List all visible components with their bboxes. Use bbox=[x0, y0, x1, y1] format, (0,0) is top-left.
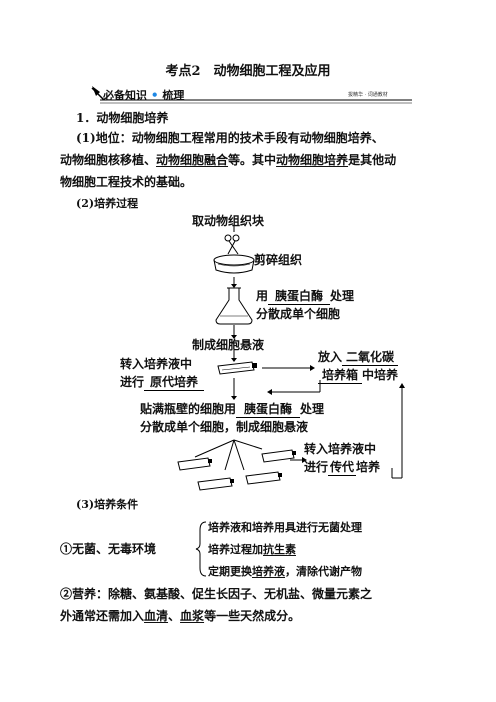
step-suspension: 制成细胞悬液 bbox=[192, 338, 265, 352]
para-position-line3: 物细胞工程技术的基础。 bbox=[60, 175, 193, 189]
culture-bottles-group bbox=[177, 449, 296, 491]
step-primary-culture: 进行原代培养 bbox=[120, 373, 205, 391]
brace-item-2: 培养过程加抗生素 bbox=[208, 543, 296, 556]
step-resuspend: 分散成单个细胞，制成细胞悬液 bbox=[140, 420, 309, 434]
condition-nutrition-line2: 外通常还需加入血清、血浆等一些天然成分。 bbox=[60, 609, 301, 623]
banner-subtitle: 拔精华 · 词通教材 bbox=[348, 92, 388, 98]
step-mince: 剪碎组织 bbox=[254, 253, 303, 267]
step-disperse: 分散成单个细胞 bbox=[256, 307, 341, 321]
process-heading: (2)培养过程 bbox=[76, 197, 139, 210]
dish-icon bbox=[213, 254, 255, 274]
scissors-icon bbox=[224, 234, 240, 255]
step-passage-line1: 转入培养液中 bbox=[304, 442, 377, 456]
section-heading: 1．动物细胞培养 bbox=[76, 111, 169, 125]
step-co2: 放入二氧化碳 bbox=[318, 348, 399, 366]
conditions-heading: (3)培养条件 bbox=[76, 498, 139, 511]
step-tissue-block: 取动物组织块 bbox=[192, 214, 265, 228]
brace-shape bbox=[195, 521, 207, 577]
step-enzyme: 用胰蛋白酶处理 bbox=[256, 289, 355, 305]
banner-decoration bbox=[91, 86, 412, 104]
step-primary-line1: 转入培养液中 bbox=[120, 357, 193, 371]
brace-item-1: 培养液和培养用具进行无菌处理 bbox=[208, 521, 362, 534]
condition-sterile-label: ①无菌、无毒环境 bbox=[60, 542, 157, 556]
step-passage-culture: 进行传代培养 bbox=[304, 460, 381, 476]
condition-nutrition-line1: ②营养：除糖、氨基酸、促生长因子、无机盐、微量元素之 bbox=[60, 587, 373, 601]
step-incubator: 培养箱中培养 bbox=[318, 366, 398, 384]
para-position-line2: 动物细胞核移植、动物细胞融合等。其中动物细胞培养是其他动 bbox=[60, 153, 397, 167]
flask-icon bbox=[215, 287, 253, 325]
page-title: 考点2 动物细胞工程及应用 bbox=[165, 64, 331, 79]
para-position: (1)地位：动物细胞工程常用的技术手段有动物细胞培养、 bbox=[76, 131, 384, 145]
banner-label: 必备知识 • 梳理 bbox=[103, 88, 185, 102]
culture-bottle-icon bbox=[217, 361, 257, 375]
fanout-arrows bbox=[194, 439, 263, 471]
brace-item-3: 定期更换培养液，清除代谢产物 bbox=[208, 565, 362, 578]
step-confluent: 贴满瓶壁的细胞用胰蛋白酶处理 bbox=[140, 402, 325, 418]
